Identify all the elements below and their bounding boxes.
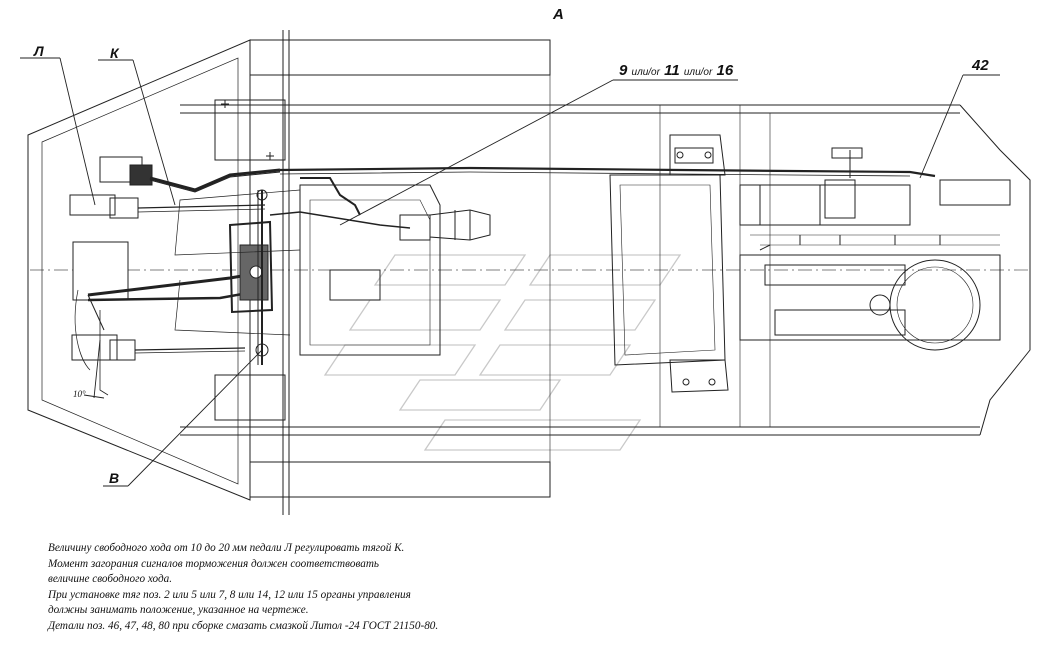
note-line: должны занимать положение, указанное на … [48,604,309,617]
note-line: Величину свободного хода от 10 до 20 мм … [48,542,405,554]
callout-parts: 9 или/or 11 или/or 16 [619,62,733,79]
angle-label: 10° [73,389,86,399]
note-line: При установке тяг поз. 2 или 5 или 7, 8 … [48,588,411,601]
callout-pedal-l: Л [34,43,44,59]
note-line: Детали поз. 46, 47, 48, 80 при сборке см… [48,619,439,632]
callout-rod-k: К [110,45,119,61]
frame-rail-bottom [249,461,551,498]
brake-pipe [279,166,936,178]
callout-part-9: 9 [619,62,628,79]
view-label: А [553,6,564,23]
cab-outline [27,39,251,501]
drawing-notes: Величину свободного хода от 10 до 20 мм … [48,541,668,635]
pedal-middle [69,194,116,216]
note-line: Момент загорания сигналов торможения дол… [48,557,379,570]
chassis-drawing [20,30,1031,515]
callout-or-1: или/or [631,67,660,78]
callout-part-11: 11 [664,62,680,79]
brake-rod [149,168,281,192]
callout-part-42: 42 [972,57,989,74]
callout-point-v: В [109,470,120,486]
note-line: величине свободного хода. [48,573,173,586]
wheel-hub [889,259,981,351]
gearbox [299,184,441,356]
watermark-logo [323,254,682,451]
callout-part-16: 16 [716,62,734,79]
callout-or-2: или/or [683,67,713,78]
frame-rail-top [249,39,551,76]
